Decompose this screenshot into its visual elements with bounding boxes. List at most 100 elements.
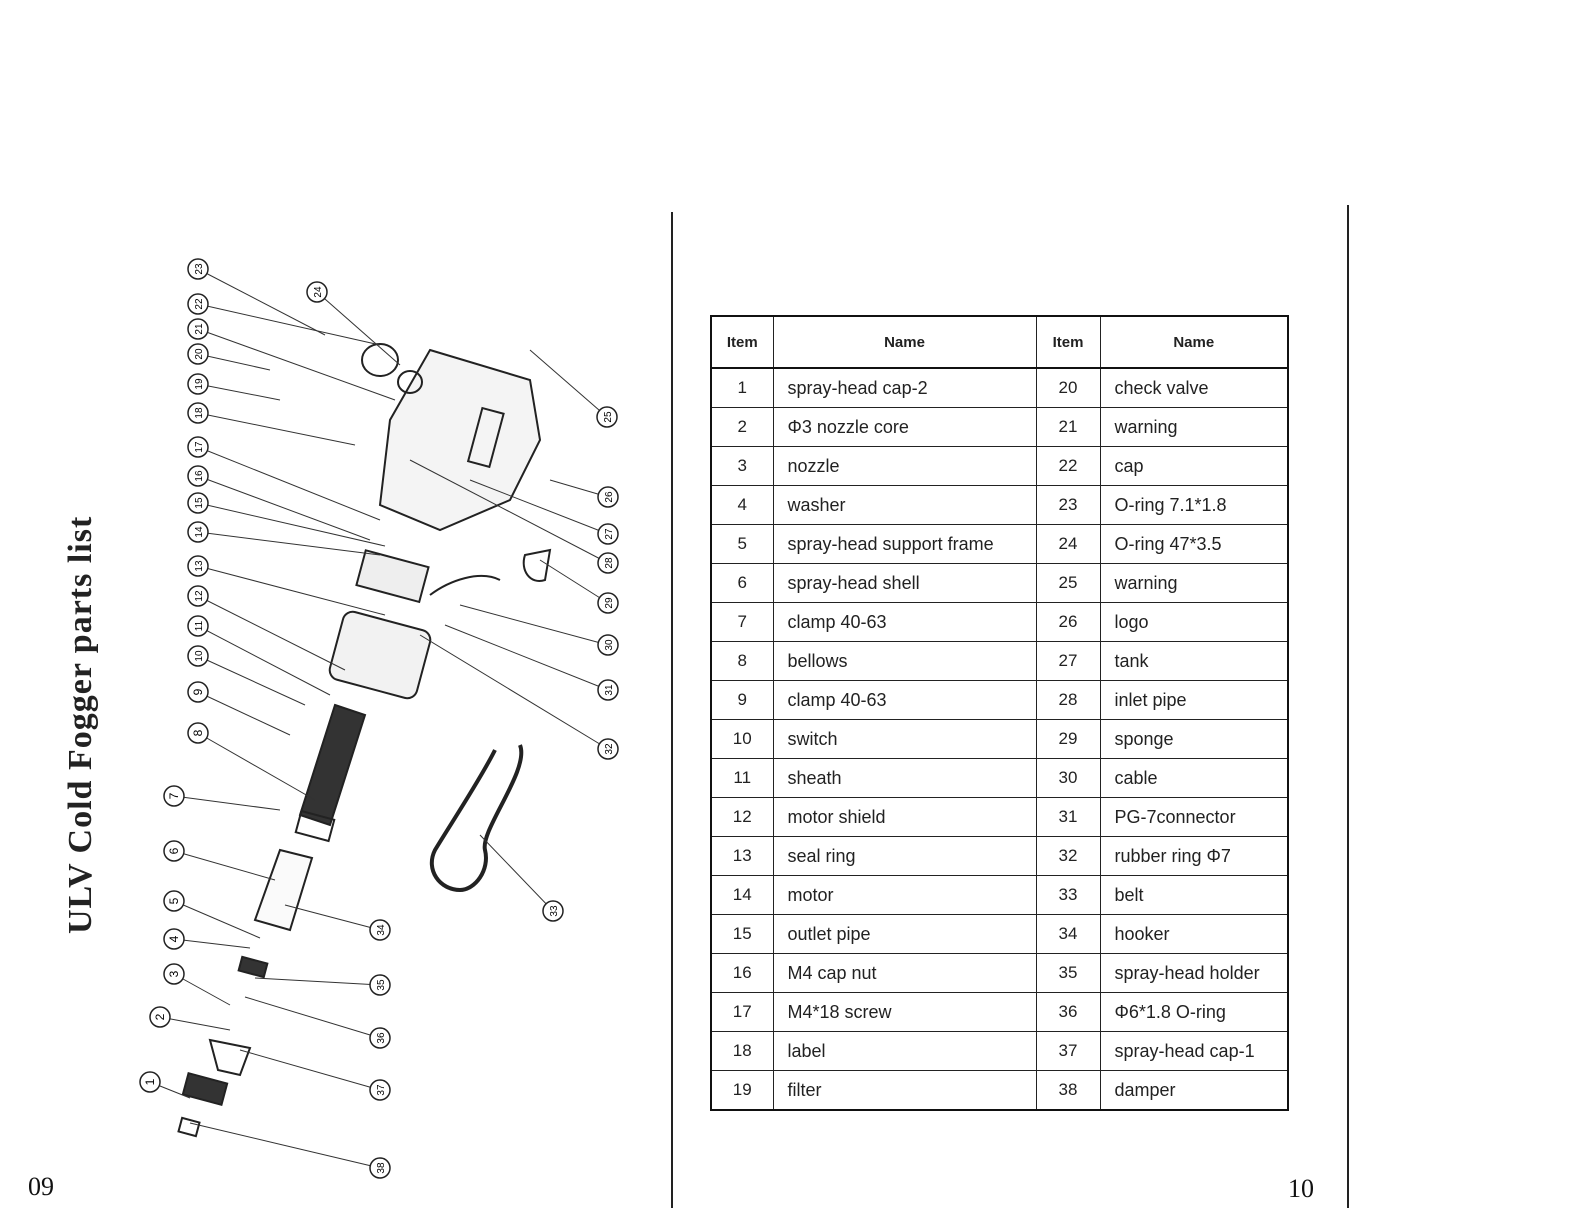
- page-divider: [671, 212, 673, 1208]
- callout-leader-line: [197, 268, 326, 336]
- page-edge: [1347, 205, 1349, 1208]
- callout-35: 35: [369, 974, 391, 996]
- callout-number: 25: [603, 411, 614, 423]
- part-name: spray-head shell: [772, 563, 1037, 603]
- callout-number: 1: [143, 1078, 157, 1085]
- spray-head-shell-shape: [253, 848, 314, 932]
- callout-leader-line: [529, 349, 608, 418]
- callout-37: 37: [369, 1079, 391, 1101]
- callout-leader-line: [409, 459, 609, 564]
- callout-36: 36: [369, 1027, 391, 1049]
- callout-number: 36: [376, 1032, 387, 1044]
- part-name: motor: [772, 875, 1037, 915]
- callout-number: 20: [194, 348, 205, 360]
- callout-15: 15: [187, 492, 209, 514]
- item-number: 1: [710, 367, 774, 408]
- callout-22: 22: [187, 293, 209, 315]
- callout-number: 27: [604, 528, 615, 540]
- item-number: 33: [1035, 875, 1101, 915]
- clamp-ring-shape: [355, 549, 430, 604]
- callout-number: 24: [313, 286, 324, 298]
- callout-number: 12: [194, 590, 205, 602]
- part-name: O-ring 47*3.5: [1099, 524, 1289, 564]
- part-name: cap: [1099, 446, 1289, 486]
- callout-number: 29: [604, 597, 615, 609]
- callout-circle: [369, 919, 391, 941]
- callout-1: 1: [139, 1071, 161, 1093]
- item-number: 7: [710, 602, 774, 642]
- callout-number: 7: [167, 792, 181, 799]
- part-name: nozzle: [772, 446, 1037, 486]
- part-name: cable: [1099, 758, 1289, 798]
- part-name: bellows: [772, 641, 1037, 681]
- callout-leader-line: [459, 604, 609, 646]
- item-number: 19: [710, 1070, 774, 1111]
- part-name: outlet pipe: [772, 914, 1037, 954]
- callout-number: 19: [194, 378, 205, 390]
- item-number: 38: [1035, 1070, 1101, 1111]
- cable-shape: [429, 575, 501, 596]
- item-number: 35: [1035, 953, 1101, 993]
- callout-number: 22: [194, 298, 205, 310]
- callout-29: 29: [597, 592, 619, 614]
- callout-circle: [597, 592, 619, 614]
- damper-shape: [177, 1116, 201, 1138]
- part-name: damper: [1099, 1070, 1289, 1111]
- callout-number: 23: [194, 263, 205, 275]
- callout-leader-line: [173, 900, 261, 939]
- callout-27: 27: [597, 523, 619, 545]
- callout-circle: [163, 785, 185, 807]
- callout-leader-line: [469, 479, 609, 535]
- callout-circle: [163, 928, 185, 950]
- callout-leader-line: [539, 559, 609, 604]
- callout-number: 33: [549, 905, 560, 917]
- callout-number: 6: [167, 847, 181, 854]
- item-number: 6: [710, 563, 774, 603]
- callout-leader-line: [197, 475, 371, 541]
- callout-number: 8: [191, 729, 205, 736]
- item-number: 32: [1035, 836, 1101, 876]
- exploded-parts-diagram: 1234567891011121314151617181920212223242…: [139, 258, 619, 1179]
- callout-33: 33: [542, 900, 564, 922]
- page-number-left: 09: [28, 1172, 54, 1201]
- callout-circle: [187, 615, 209, 637]
- item-number: 11: [710, 758, 774, 798]
- callout-leader-line: [197, 328, 396, 401]
- item-number: 18: [710, 1031, 774, 1071]
- callout-leader-line: [244, 996, 381, 1039]
- oring-shape: [397, 370, 423, 394]
- item-number: 12: [710, 797, 774, 837]
- callout-7: 7: [163, 785, 185, 807]
- part-name: M4 cap nut: [772, 953, 1037, 993]
- callout-circle: [187, 492, 209, 514]
- callout-leader-line: [239, 1049, 381, 1091]
- part-name: seal ring: [772, 836, 1037, 876]
- callout-number: 34: [376, 924, 387, 936]
- item-number: 8: [710, 641, 774, 681]
- callout-8: 8: [187, 722, 209, 744]
- callout-leader-line: [197, 625, 331, 696]
- part-name: check valve: [1099, 367, 1289, 408]
- callout-leader-line: [197, 691, 291, 736]
- callout-circle: [187, 585, 209, 607]
- sponge-shape: [522, 548, 552, 582]
- callout-4: 4: [163, 928, 185, 950]
- item-number: 17: [710, 992, 774, 1032]
- callout-circle: [597, 486, 619, 508]
- callout-circle: [163, 890, 185, 912]
- header-item: Item: [1035, 315, 1101, 369]
- callout-leader-line: [197, 303, 381, 346]
- part-name: washer: [772, 485, 1037, 525]
- callout-circle: [597, 738, 619, 760]
- part-name: clamp 40-63: [772, 680, 1037, 720]
- callout-number: 14: [194, 526, 205, 538]
- item-number: 9: [710, 680, 774, 720]
